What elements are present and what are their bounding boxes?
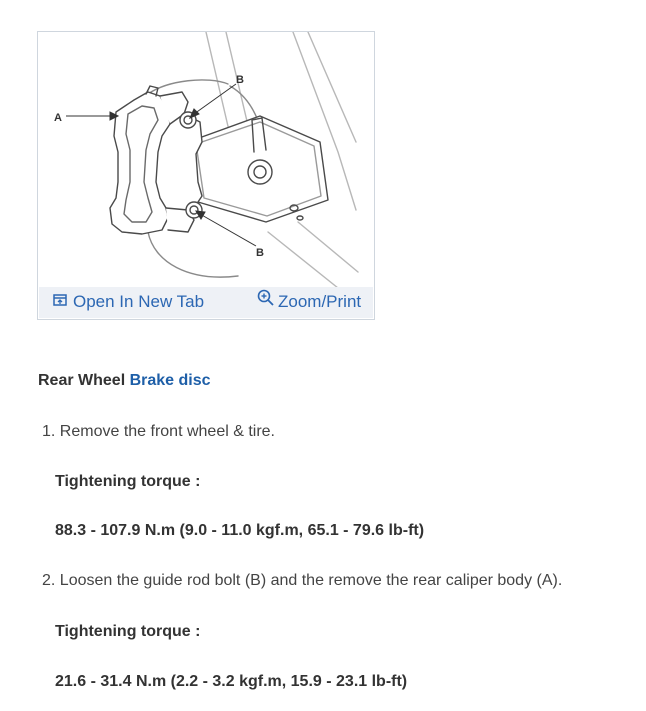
step-1-torque-value: 88.3 - 107.9 N.m (9.0 - 11.0 kgf.m, 65.1… [55, 522, 425, 539]
step-2-torque-value: 21.6 - 31.4 N.m (2.2 - 3.2 kgf.m, 15.9 -… [55, 673, 408, 690]
step-1-torque-label: Tightening torque : [55, 473, 201, 490]
heading-prefix: Rear Wheel [38, 372, 126, 389]
step-1-text: 1. Remove the front wheel & tire. [42, 423, 275, 440]
zoom-print-link[interactable]: Zoom/Print [257, 289, 361, 312]
open-in-new-tab-link[interactable]: Open In New Tab [53, 292, 204, 312]
section-heading: Rear Wheel Brake disc [38, 372, 211, 390]
zoom-print-label: Zoom/Print [278, 292, 362, 311]
callout-b-bottom: B [256, 247, 264, 259]
open-in-new-tab-label: Open In New Tab [73, 292, 205, 311]
heading-link-brake-disc[interactable]: Brake disc [129, 372, 211, 389]
figure-toolbar: Open In New Tab Zoom/Print [39, 287, 373, 318]
brake-caliper-diagram: A B B [54, 32, 359, 288]
zoom-icon [257, 289, 275, 312]
open-new-tab-icon [53, 292, 67, 312]
callout-b-top: B [236, 74, 244, 86]
step-2-torque-label: Tightening torque : [55, 623, 201, 640]
step-2-text: 2. Loosen the guide rod bolt (B) and the… [42, 572, 563, 589]
figure-container: A B B Open In New Tab [37, 31, 375, 320]
callout-a: A [54, 112, 62, 124]
